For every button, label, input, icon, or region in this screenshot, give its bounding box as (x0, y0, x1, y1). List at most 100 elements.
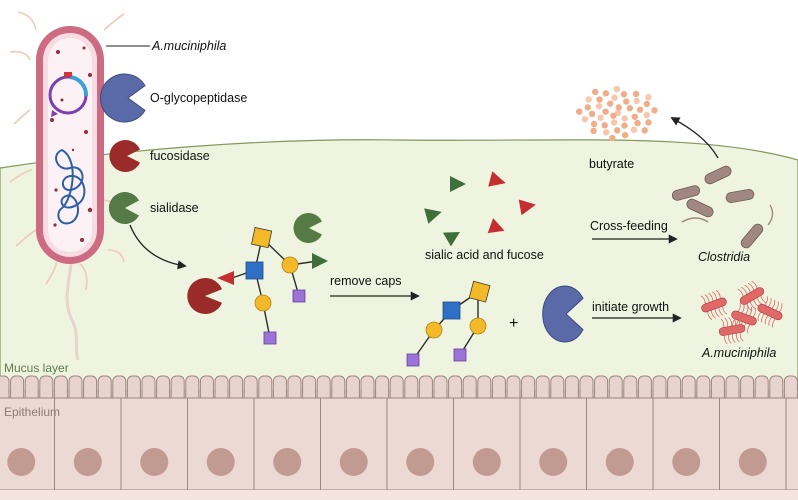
epithelial-cell (187, 397, 255, 491)
butyrate-dot (626, 104, 634, 112)
cell-nucleus (672, 448, 701, 476)
epithelial-cell (785, 397, 798, 491)
akkermansia-cluster (700, 280, 783, 345)
butyrate-dot (596, 96, 603, 103)
butyrate-dot (615, 104, 622, 111)
akkermansia-rod (701, 297, 727, 313)
akkermansia-rod (731, 310, 757, 326)
butyrate-dot (590, 127, 597, 135)
epithelial-cell (386, 397, 454, 491)
akkermansia-result-label: A.muciniphila (702, 346, 777, 360)
butyrate-dot (613, 85, 621, 93)
epithelial-cell (54, 397, 122, 491)
butyrate-dot (631, 113, 638, 120)
epithelial-cell (519, 397, 587, 491)
butyrate-dot (581, 115, 589, 123)
cell-nucleus (605, 448, 634, 476)
o-glycopeptidase-enzyme (100, 73, 146, 123)
butyrate-dot (590, 120, 598, 128)
butyrate-dot (611, 94, 618, 101)
cell-nucleus (73, 448, 102, 476)
butyrate-dot (614, 127, 621, 134)
butyrate-dot (602, 108, 609, 115)
butyrate-dot (588, 110, 596, 118)
butyrate-dot (621, 131, 629, 139)
butyrate-dot (636, 106, 644, 113)
butyrate-dot (591, 88, 599, 96)
cross-feeding-label: Cross-feeding (590, 219, 668, 233)
epithelial-cell (120, 397, 188, 491)
epithelial-cell (453, 397, 521, 491)
butyrate-dot (633, 97, 640, 105)
butyrate-dot (641, 127, 648, 134)
butyrate-dot (621, 122, 628, 129)
bacterium-label: A.muciniphila (152, 39, 227, 53)
clostridia-rod (704, 165, 732, 185)
fucose-triangles (487, 171, 536, 234)
butyrate-dot (595, 103, 603, 110)
epithelial-cell (586, 397, 654, 491)
cell-nucleus (7, 448, 36, 476)
clostridia-rod (725, 189, 755, 203)
butyrate-dot (607, 100, 614, 107)
butyrate-dot (634, 119, 641, 127)
sialidase-label: sialidase (150, 201, 199, 215)
akkermansia-cell (9, 11, 125, 361)
butyrate-dot (602, 129, 610, 136)
mucus-layer-label: Mucus layer (4, 361, 69, 375)
butyrate-molecules (576, 85, 658, 142)
fucosidase-on-glycan (187, 278, 222, 314)
butyrate-dot (576, 108, 583, 115)
cell-nucleus (273, 448, 302, 476)
butyrate-dot (597, 114, 604, 121)
clostridia-bacteria (671, 165, 774, 249)
butyrate-dot (643, 111, 650, 119)
butyrate-dot (632, 90, 640, 98)
cell-nucleus (406, 448, 435, 476)
butyrate-dot (601, 122, 608, 129)
remove-caps-label: remove caps (330, 274, 402, 288)
butyrate-dot (643, 100, 651, 108)
cell-nucleus (140, 448, 169, 476)
butyrate-dot (621, 115, 628, 122)
o-glycopeptidase-large (542, 285, 584, 343)
butyrate-dot (620, 91, 628, 98)
epithelium-label: Epithelium (4, 405, 61, 419)
plus-sign: + (509, 315, 519, 332)
butyrate-dot (651, 107, 658, 114)
cell-nucleus (738, 448, 767, 476)
sialic-acid-triangles (424, 176, 466, 247)
glycan-with-caps (217, 227, 328, 345)
cell-nucleus (539, 448, 568, 476)
cell-nucleus (472, 448, 501, 476)
epithelial-cell (253, 397, 321, 491)
butyrate-dot (585, 96, 592, 103)
epithelial-cell (719, 397, 787, 491)
o-glycopeptidase-label: O-glycopeptidase (150, 91, 248, 105)
sialidase-enzyme (108, 192, 139, 224)
sialidase-on-glycan (293, 213, 322, 244)
butyrate-dot (610, 112, 617, 119)
butyrate-dot (602, 90, 610, 97)
butyrate-dot (614, 109, 622, 117)
butyrate-dot (584, 104, 591, 111)
butyrate-label: butyrate (589, 157, 635, 171)
clostridia-label: Clostridia (698, 250, 751, 264)
glycan-without-caps (406, 280, 491, 367)
epithelial-cell (320, 397, 388, 491)
fucosidase-label: fucosidase (150, 149, 210, 163)
butyrate-dot (609, 134, 616, 142)
epithelial-cell (652, 397, 720, 491)
cell-nucleus (339, 448, 368, 476)
fucosidase-enzyme (109, 140, 140, 172)
butyrate-dot (630, 126, 638, 133)
cell-nucleus (206, 448, 235, 476)
clostridia-rod (740, 223, 764, 249)
mucus-layer (0, 139, 798, 399)
akkermansia-rod (739, 287, 765, 305)
butyrate-dot (645, 94, 652, 101)
butyrate-dot (610, 119, 618, 126)
sialic-fucose-label: sialic acid and fucose (425, 248, 544, 262)
butyrate-dot (645, 119, 652, 126)
